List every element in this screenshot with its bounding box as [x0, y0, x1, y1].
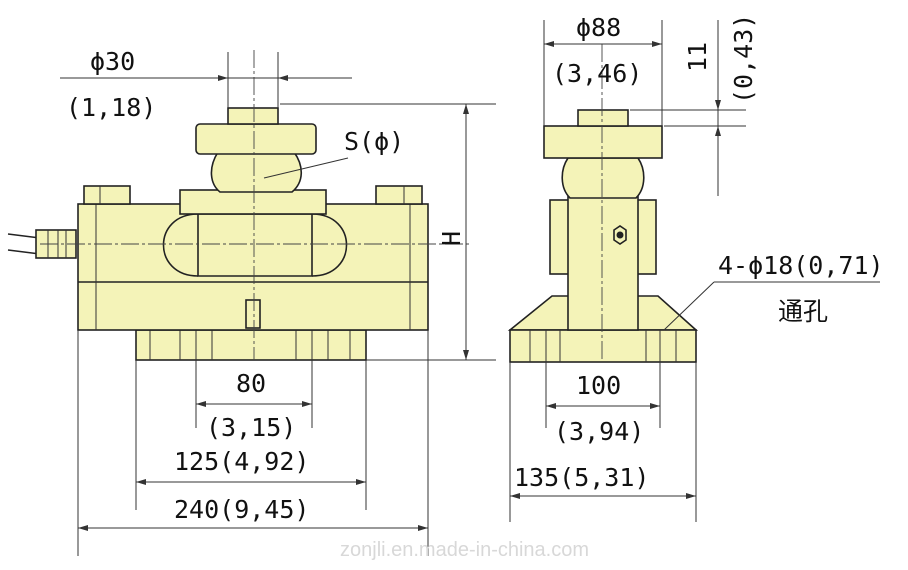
top-cap: [195, 123, 317, 155]
d100-inch-label: (3,94): [554, 417, 644, 446]
h-label: H: [437, 231, 466, 246]
phi88-inch-label: (3,46): [552, 59, 642, 88]
d135-label: 135(5,31): [514, 463, 649, 492]
d125-label: 125(4,92): [174, 447, 309, 476]
watermark: zonjli.en.made-in-china.com: [340, 539, 589, 561]
phi88-label: ϕ88: [576, 13, 621, 42]
d240-label: 240(9,45): [174, 495, 309, 524]
phi30-label: ϕ30: [90, 47, 135, 76]
side-column: [567, 195, 639, 331]
phi30-inch-label: (1,18): [66, 93, 156, 122]
base-plate: [135, 329, 367, 361]
right-bolt: [375, 185, 423, 205]
d80-label: 80: [236, 369, 266, 398]
side-cap: [543, 125, 663, 159]
d80-inch-label: (3,15): [206, 413, 296, 442]
side-base: [509, 329, 697, 363]
front-view: S(ϕ) ϕ30 (1,18) H 80 (3,15) 125(4,92) 24…: [7, 47, 496, 556]
left-bolt: [83, 185, 131, 205]
s-phi-label: S(ϕ): [344, 127, 404, 156]
side-view: ϕ88 (3,46) 11 (0,43) 4-ϕ18(0,71) 通孔 100 …: [507, 13, 884, 522]
d11-label: 11: [683, 42, 712, 72]
through-hole-label: 通孔: [778, 297, 828, 326]
ball-joint: [210, 151, 303, 193]
d11-inch-label: (0,43): [729, 14, 758, 104]
holes-label: 4-ϕ18(0,71): [718, 251, 884, 280]
d100-label: 100: [576, 371, 621, 400]
